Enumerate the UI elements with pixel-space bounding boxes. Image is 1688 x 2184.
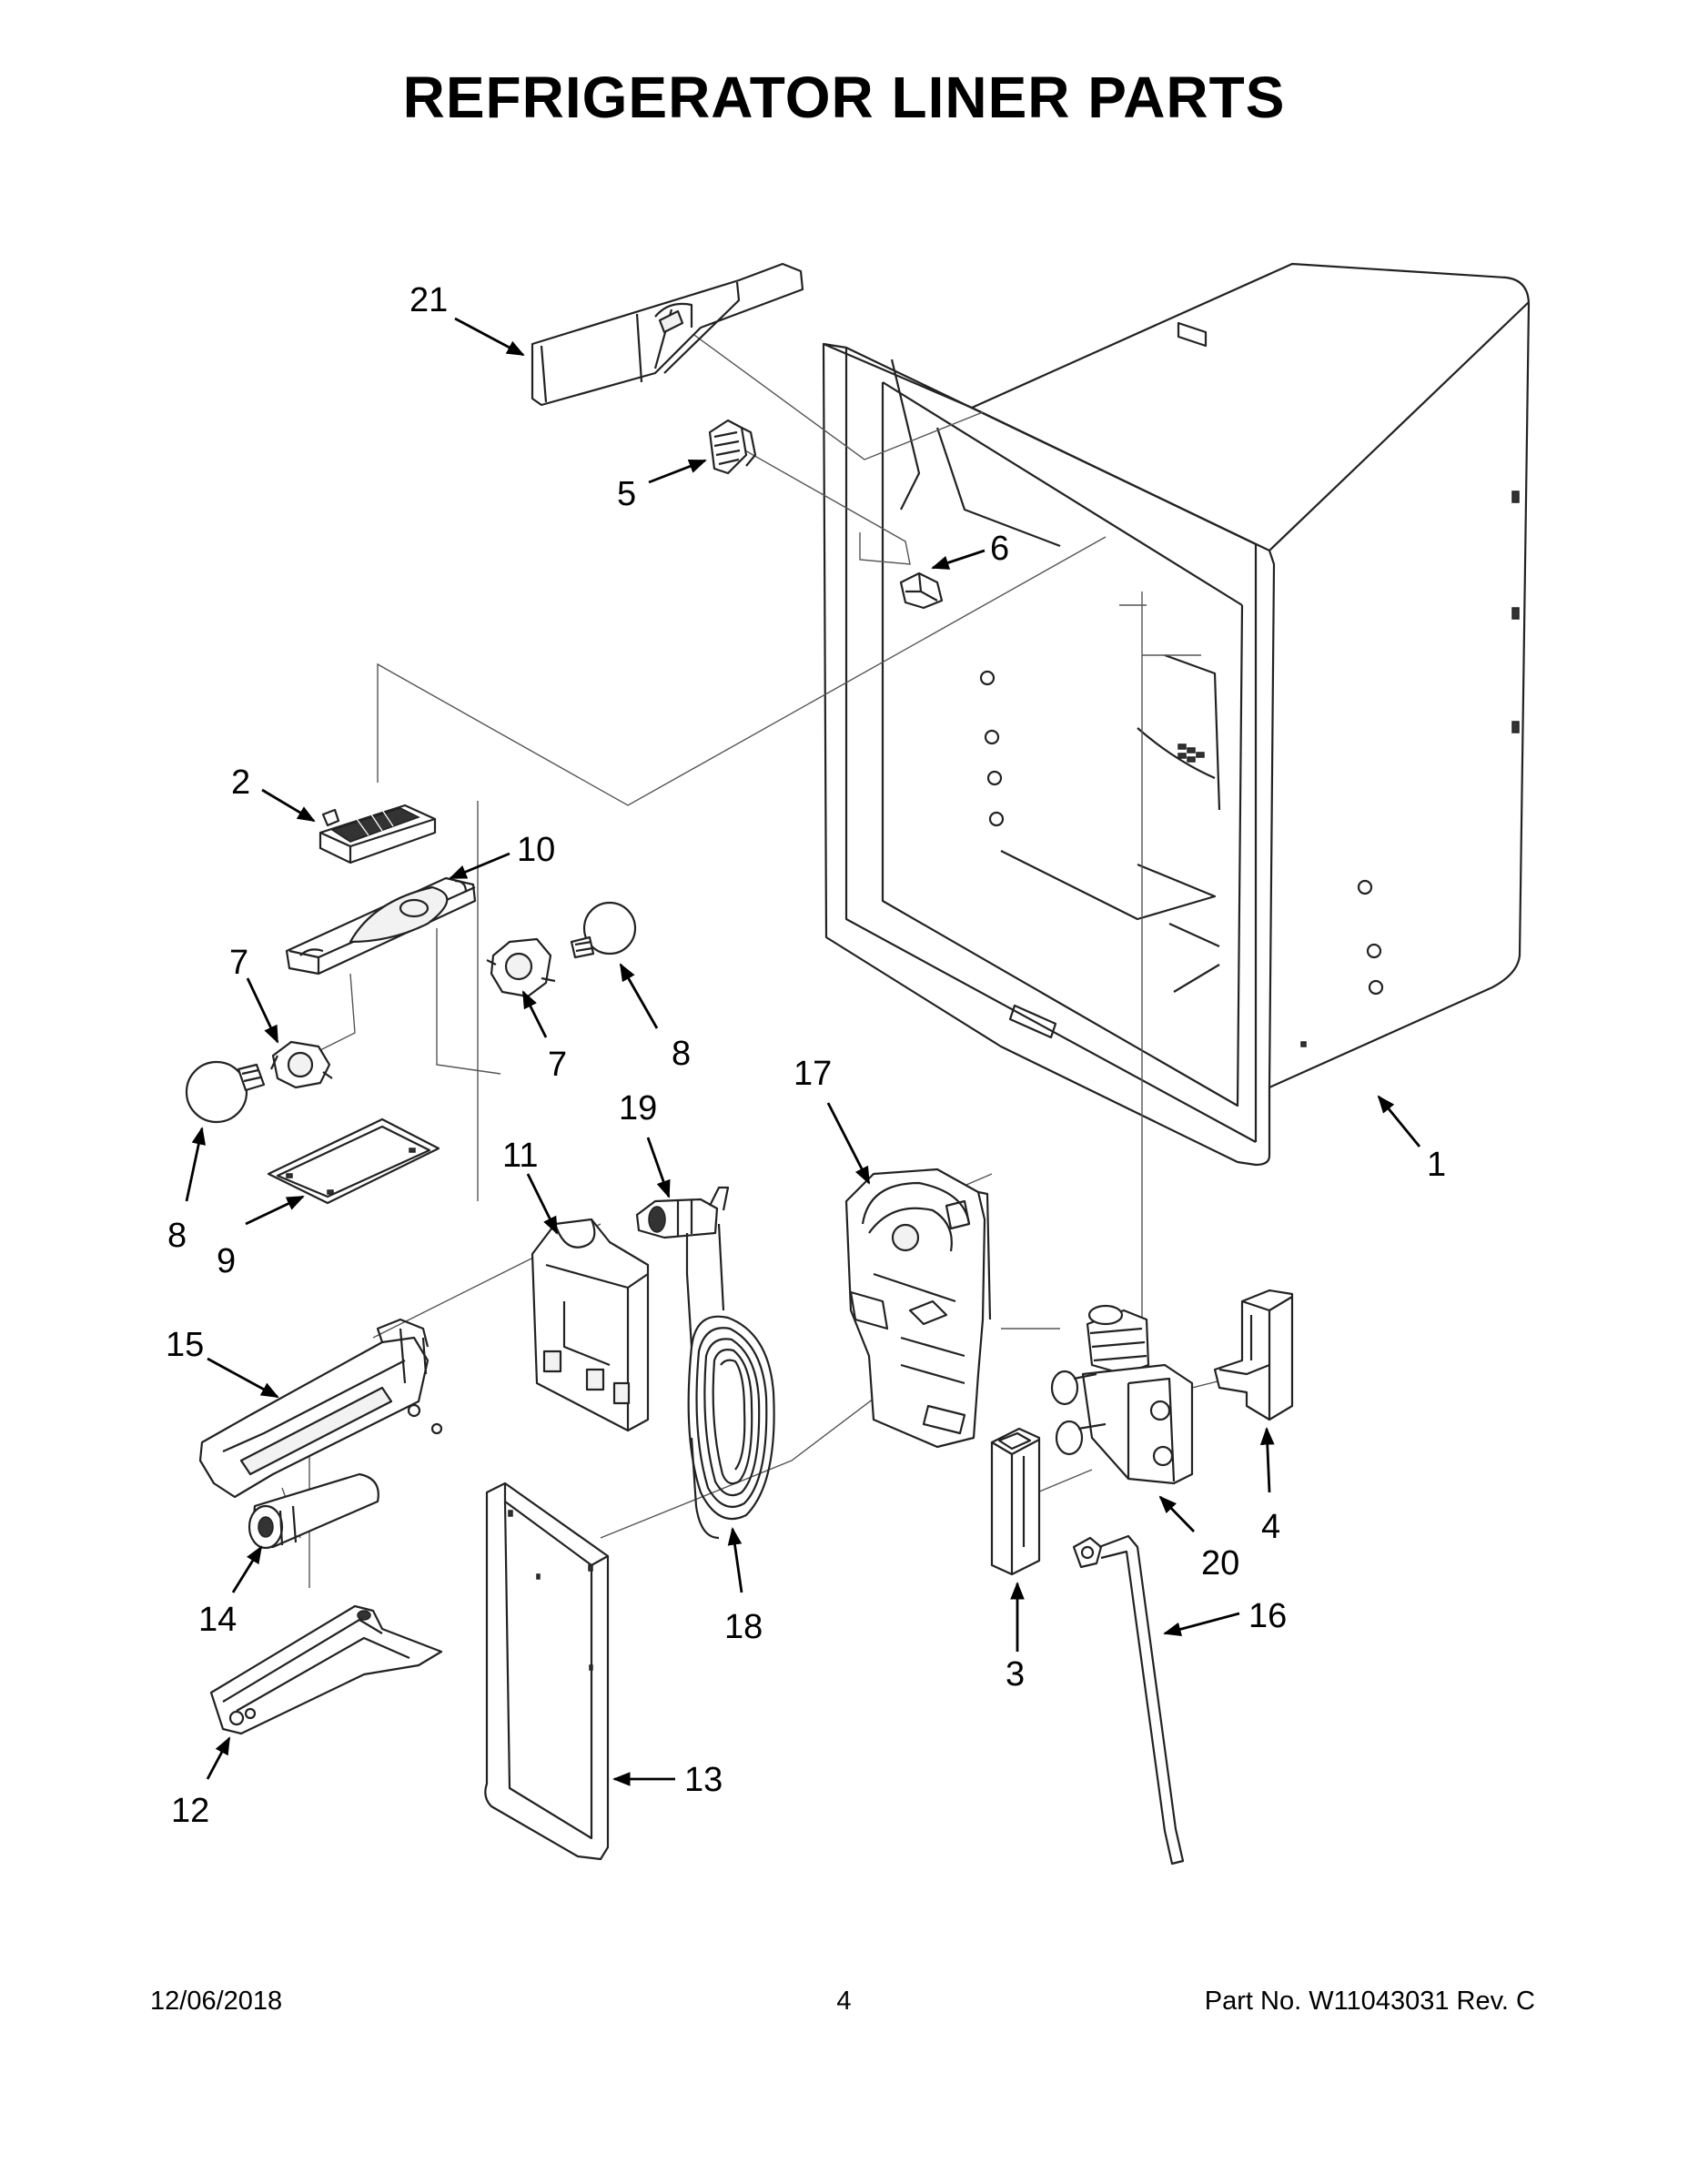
callout-12: 12 (171, 1792, 209, 1830)
part-4-cover (1213, 1289, 1294, 1421)
callout-2: 2 (231, 763, 250, 802)
callout-leaders (185, 317, 1421, 1786)
part-13-trim-panel (484, 1481, 610, 1861)
callout-6: 6 (990, 530, 1009, 568)
callout-16: 16 (1248, 1597, 1287, 1635)
part-2-led-board (318, 804, 437, 864)
part-20-water-valve (1050, 1304, 1194, 1485)
part-8-bulb-left (185, 1060, 266, 1124)
part-18-tube-coil (687, 1223, 775, 1540)
footer-part-number: Part No. W11043031 Rev. C (1204, 1987, 1535, 2016)
part-6-clip (899, 571, 944, 610)
callout-5: 5 (617, 475, 636, 513)
part-21-cover (531, 262, 804, 407)
callout-9: 9 (217, 1242, 236, 1280)
callout-13: 13 (684, 1761, 723, 1799)
part-7-socket-right (486, 937, 556, 998)
part-3-bracket (990, 1427, 1041, 1576)
callout-10: 10 (517, 831, 555, 869)
callout-4: 4 (1261, 1508, 1280, 1546)
callout-labels: 21 5 6 2 10 7 7 8 8 9 19 17 1 11 15 14 1… (166, 281, 1446, 1830)
part-11-chute (531, 1218, 650, 1432)
part-1-liner (822, 262, 1531, 1329)
part-9-lens-cover (267, 1117, 440, 1205)
callout-20: 20 (1201, 1544, 1239, 1582)
part-16-water-tube (1072, 1534, 1185, 1866)
assembly-reference-lines (281, 322, 1229, 1588)
part-19-valve (635, 1186, 730, 1348)
part-10-light-housing (285, 876, 477, 976)
callout-8-right: 8 (672, 1035, 691, 1073)
footer-page-number: 4 (836, 1987, 852, 2016)
page-title: REFRIGERATOR LINER PARTS (402, 65, 1286, 130)
callout-8-left: 8 (167, 1217, 187, 1255)
callout-7-right: 7 (548, 1046, 567, 1084)
callout-7-left: 7 (229, 944, 248, 982)
part-8-bulb-right (570, 901, 637, 959)
callout-15: 15 (166, 1326, 204, 1364)
part-12-drip-tray (209, 1604, 443, 1735)
part-17-dispenser-housing (844, 1168, 992, 1449)
callout-1: 1 (1427, 1146, 1446, 1184)
callout-11: 11 (502, 1137, 538, 1175)
callout-14: 14 (198, 1601, 237, 1639)
part-15-chute-lower (198, 1318, 443, 1499)
footer-date: 12/06/2018 (150, 1987, 283, 2016)
part-5-knob (708, 419, 757, 475)
callout-17: 17 (793, 1055, 832, 1093)
part-7-socket-left (270, 1040, 333, 1089)
callout-3: 3 (1006, 1655, 1025, 1694)
callout-21: 21 (409, 281, 448, 319)
callout-19: 19 (619, 1089, 657, 1127)
part-14-filter-cartridge (248, 1472, 379, 1550)
callout-18: 18 (724, 1608, 763, 1646)
